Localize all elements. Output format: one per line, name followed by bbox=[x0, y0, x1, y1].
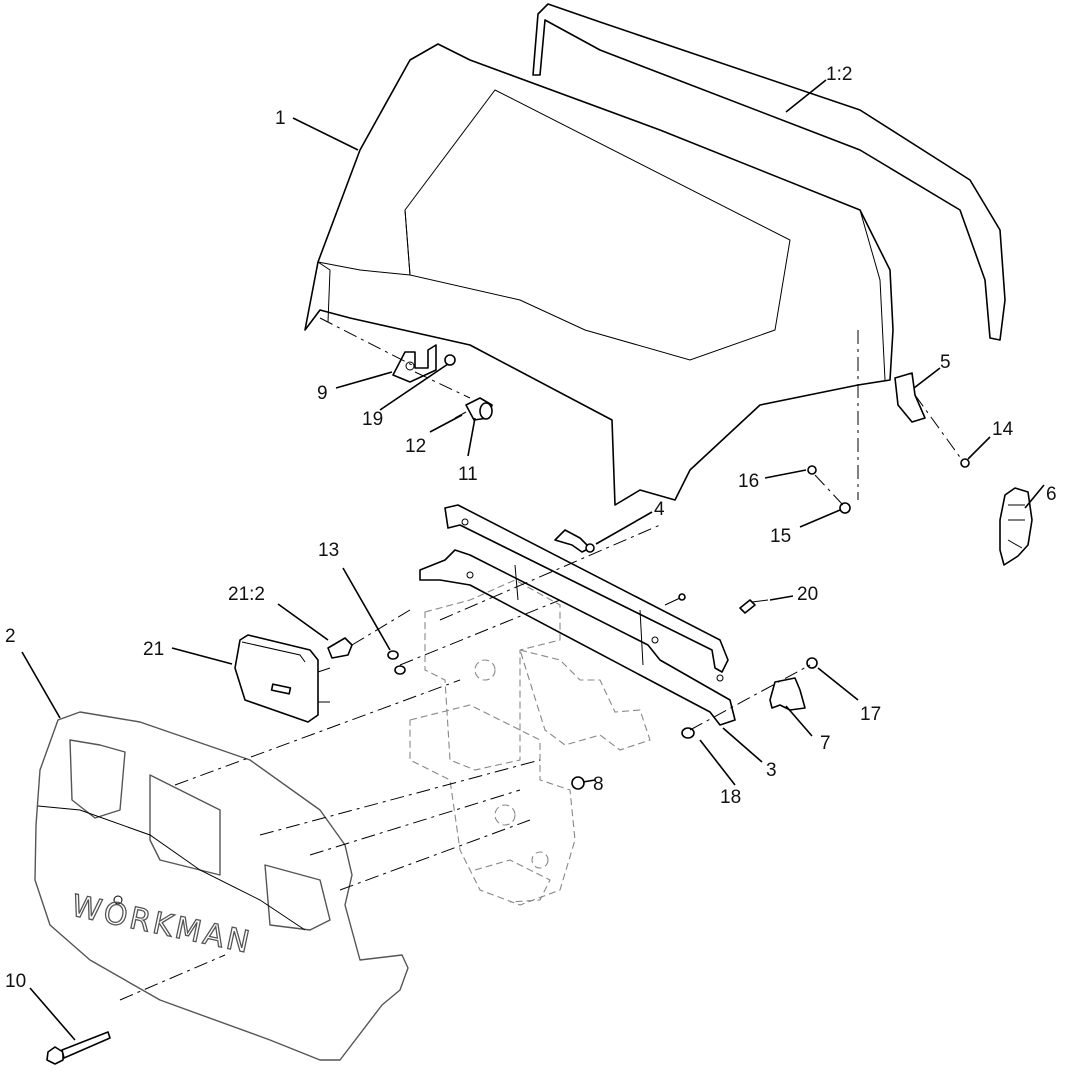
callout-3: 3 bbox=[766, 760, 777, 781]
callout-5: 5 bbox=[940, 352, 951, 373]
screw-19 bbox=[444, 354, 456, 366]
frame-ghost bbox=[409, 579, 651, 906]
callout-labels: 1 1:2 2 3 4 5 6 7 8 9 10 11 12 13 14 15 … bbox=[5, 64, 1057, 992]
nut-14 bbox=[960, 458, 970, 468]
callout-4: 4 bbox=[654, 499, 665, 520]
bolt-10 bbox=[46, 1031, 111, 1065]
callout-19: 19 bbox=[362, 409, 383, 430]
callout-20: 20 bbox=[797, 584, 818, 605]
callout-9: 9 bbox=[317, 383, 328, 404]
mount-bracket bbox=[419, 504, 736, 726]
headlight-bulb bbox=[327, 637, 353, 659]
callout-14: 14 bbox=[992, 419, 1014, 440]
latch-bracket-5 bbox=[894, 372, 926, 423]
callout-17: 17 bbox=[860, 704, 881, 725]
front-grille: WORKMAN bbox=[34, 711, 409, 1061]
callout-11: 11 bbox=[458, 464, 478, 485]
headlight bbox=[234, 634, 331, 723]
clip-4 bbox=[554, 529, 595, 553]
hood-seal bbox=[532, 3, 1006, 341]
callout-1: 1 bbox=[275, 108, 286, 129]
washer-16 bbox=[807, 465, 817, 475]
screw-20 bbox=[739, 599, 769, 614]
callout-10: 10 bbox=[5, 971, 26, 992]
bolt-center bbox=[664, 593, 686, 606]
bracket-7 bbox=[769, 677, 806, 711]
callout-13: 13 bbox=[318, 540, 339, 561]
callout-2: 2 bbox=[5, 626, 16, 647]
washer-15 bbox=[839, 502, 851, 514]
callout-21-2: 21:2 bbox=[228, 584, 265, 605]
nut-17 bbox=[806, 657, 818, 669]
callout-16: 16 bbox=[738, 471, 759, 492]
pivot-pin bbox=[465, 397, 493, 421]
callout-12: 12 bbox=[405, 436, 426, 457]
callout-15: 15 bbox=[770, 526, 791, 547]
hood bbox=[304, 43, 894, 506]
bolt-18 bbox=[681, 727, 695, 739]
bolt-13 bbox=[387, 650, 406, 675]
callout-18: 18 bbox=[720, 787, 741, 808]
latch-6 bbox=[999, 487, 1033, 566]
callout-1-2: 1:2 bbox=[826, 64, 852, 85]
callout-6: 6 bbox=[1046, 484, 1057, 505]
leader-lines bbox=[21, 79, 1045, 1041]
nut-8 bbox=[571, 776, 585, 790]
callout-8: 8 bbox=[593, 774, 604, 795]
callout-21: 21 bbox=[143, 639, 164, 660]
callout-7: 7 bbox=[820, 733, 831, 754]
